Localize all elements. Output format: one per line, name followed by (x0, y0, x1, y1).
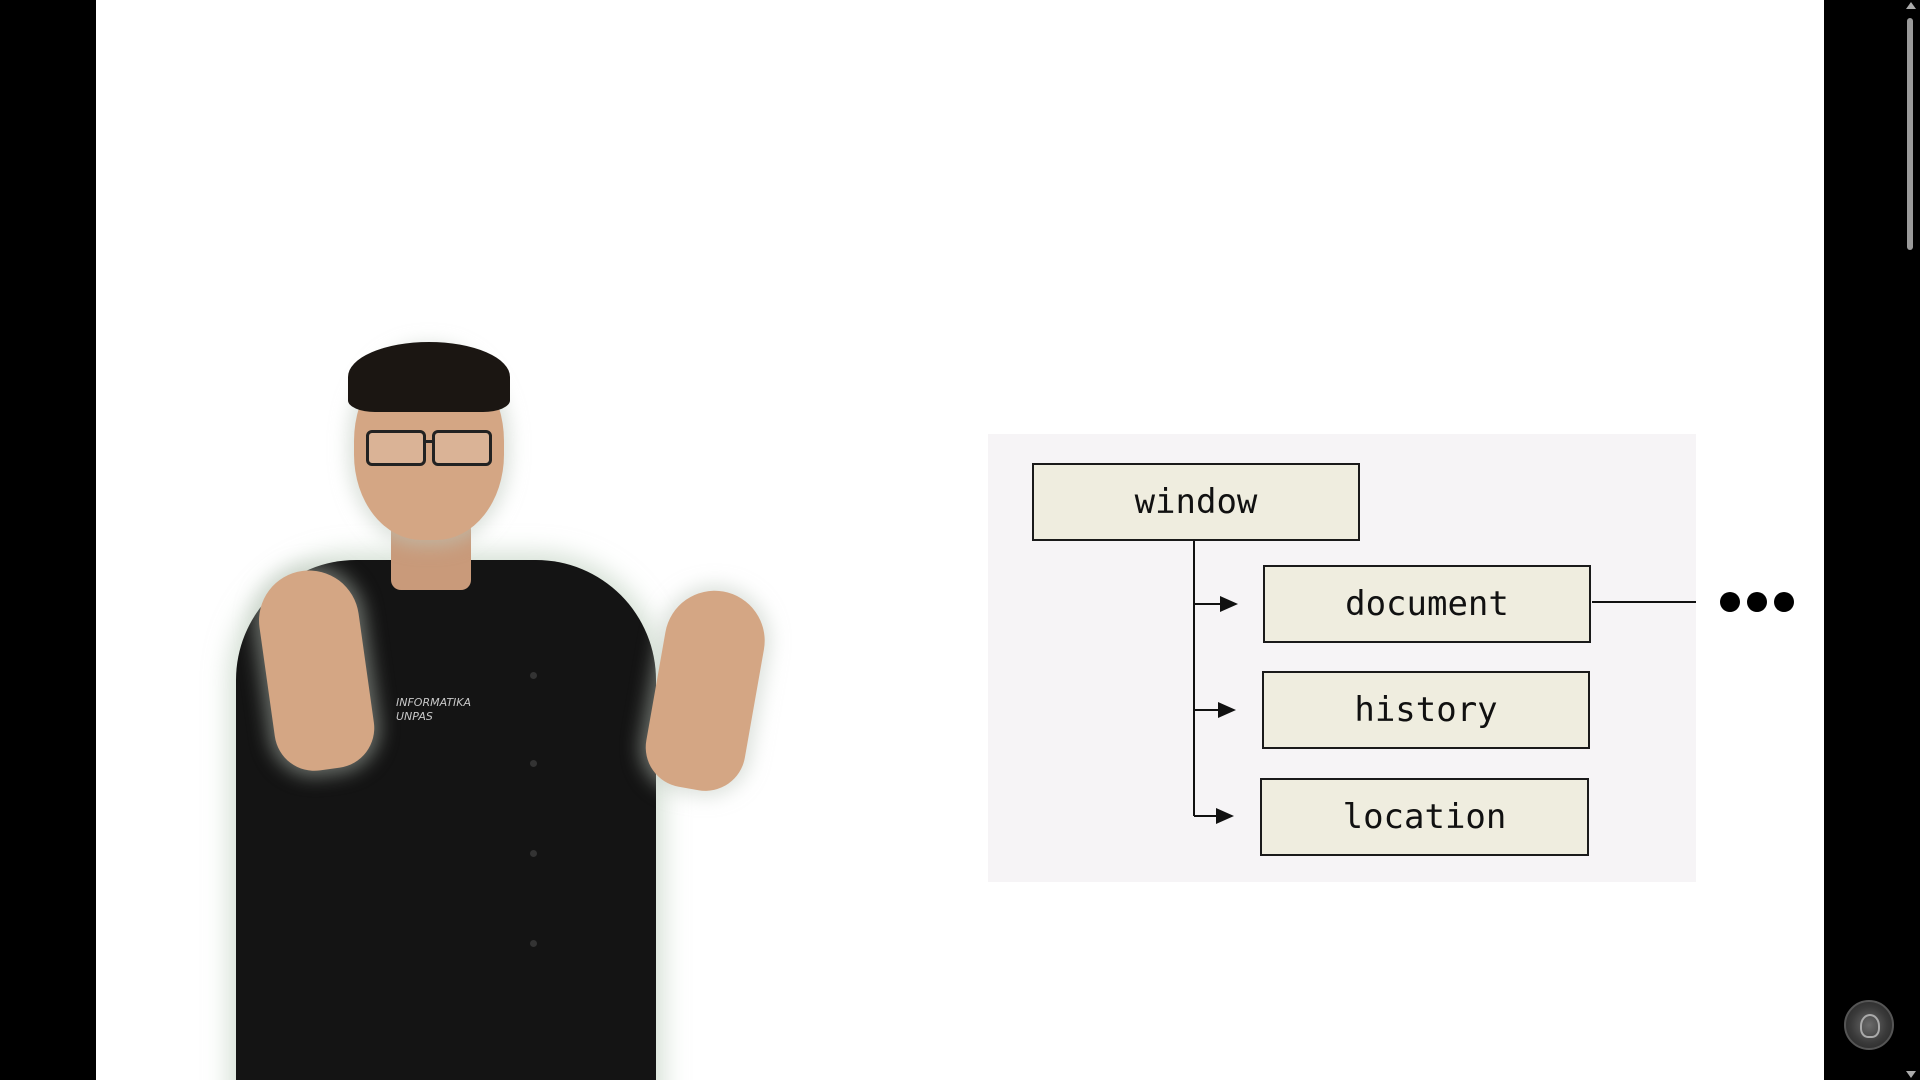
bom-hierarchy-diagram: window document history location (988, 434, 1696, 882)
node-window: window (1032, 463, 1360, 541)
channel-logo-icon (1844, 1000, 1894, 1050)
node-history: history (1262, 671, 1590, 749)
diagram-connectors (1193, 540, 1238, 824)
shirt-button (530, 850, 537, 857)
vertical-scrollbar[interactable] (1900, 0, 1920, 1080)
shirt-logo-line2: UNPAS (396, 710, 433, 723)
presenter-figure: INFORMATIKA UNPAS (96, 0, 796, 1080)
video-frame: INFORMATIKA UNPAS window document histor… (96, 0, 1824, 1080)
shirt-logo-line1: INFORMATIKA (396, 696, 472, 709)
chevron-up-icon[interactable] (1906, 2, 1916, 9)
presenter-right-hand (639, 582, 773, 798)
shirt-button (530, 940, 537, 947)
arrow-document (1220, 596, 1238, 612)
scrollbar-thumb[interactable] (1907, 18, 1913, 250)
continuation-line (1592, 601, 1696, 603)
arrow-location (1216, 808, 1234, 824)
presenter-glasses (366, 430, 492, 466)
chevron-down-icon[interactable] (1906, 1071, 1916, 1078)
shirt-logo-text: INFORMATIKA UNPAS (396, 696, 471, 724)
shirt-button (530, 672, 537, 679)
node-location: location (1260, 778, 1589, 856)
ellipsis-icon (1720, 592, 1794, 612)
arrow-history (1218, 702, 1236, 718)
presenter-hair (348, 342, 510, 412)
node-document: document (1263, 565, 1591, 643)
shirt-button (530, 760, 537, 767)
